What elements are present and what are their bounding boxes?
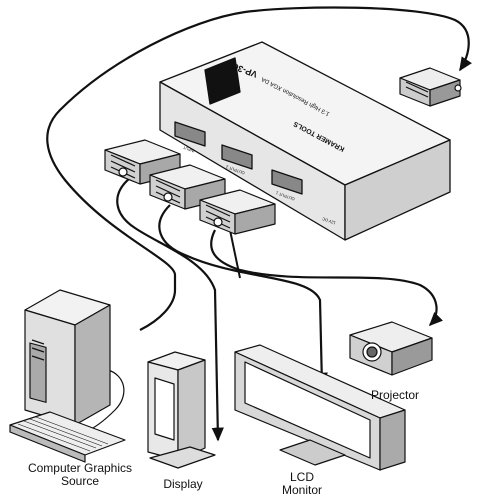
label-lcd-line2: Monitor — [281, 483, 322, 497]
cables — [46, 6, 472, 442]
port-output-3 — [221, 144, 253, 170]
cable-display-stub — [229, 229, 241, 279]
cable-output-1-to-projector — [210, 229, 444, 327]
label-lcd-line1: LCD — [289, 470, 314, 484]
label-computer-source-line2: Source — [60, 474, 100, 488]
projector — [349, 321, 433, 376]
svg-text:IIK: IIK — [206, 81, 218, 94]
label-display: Display — [163, 477, 203, 491]
display-monitor — [147, 351, 216, 469]
computer-source — [9, 289, 126, 463]
connector-plugs — [104, 67, 462, 235]
label-computer-source: Computer Graphics Source — [20, 462, 140, 488]
cable-output-2-to-lcd — [158, 204, 328, 387]
label-projector: Projector — [370, 388, 420, 402]
output-plug-2 — [149, 164, 226, 210]
cable-output-3-to-display — [116, 177, 224, 442]
output-plug-1 — [199, 189, 276, 235]
cable-source-to-input — [46, 6, 472, 331]
keyboard — [9, 411, 126, 463]
label-computer-source-line1: Computer Graphics — [27, 461, 133, 475]
port-label-output-2: OUTPUT 2 — [224, 164, 245, 176]
vp-300-device: IIK VP-300 KRAMER TOOLS 1:3 High Resolut… — [159, 41, 451, 400]
input-plug — [399, 67, 462, 107]
port-label-output-1: OUTPUT 1 — [274, 190, 295, 202]
port-label-input: INPUT — [182, 145, 196, 154]
port-output-2 — [271, 169, 303, 195]
label-lcd-monitor: LCD Monitor — [272, 471, 332, 497]
port-label-power: 12V DC — [321, 216, 336, 226]
lcd-monitor — [234, 344, 406, 471]
port-input — [174, 121, 206, 147]
